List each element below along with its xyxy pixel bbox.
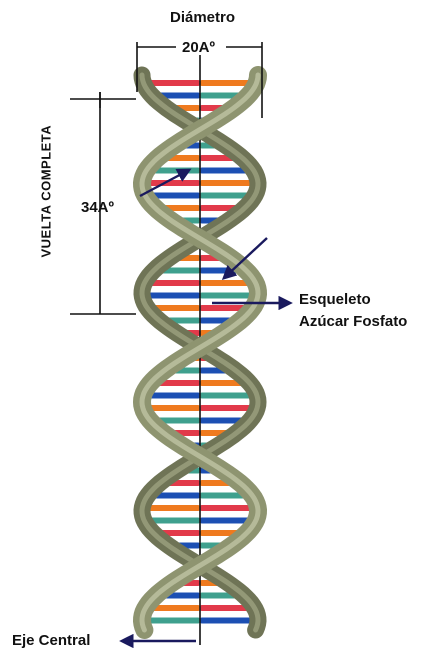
- base-pair-segment: [200, 168, 248, 174]
- base-pair-segment: [200, 293, 252, 299]
- base-pair-segment: [149, 405, 200, 411]
- central-axis-label: Eje Central: [12, 633, 90, 648]
- diameter-title: Diámetro: [170, 10, 235, 25]
- pitch-value-label: 34Aº: [81, 200, 114, 215]
- base-pair-segment: [200, 393, 251, 399]
- base-pair-segment: [200, 80, 251, 86]
- base-pair-segment: [148, 293, 200, 299]
- base-pair-segment: [200, 618, 252, 624]
- base-pair-segment: [200, 505, 252, 511]
- base-pair-segment: [200, 405, 251, 411]
- backbone-label-line2: Azúcar Fosfato: [299, 314, 407, 329]
- base-pair-segment: [200, 193, 249, 199]
- base-pair-segment: [150, 80, 201, 86]
- diameter-value: 20Aº: [182, 40, 215, 55]
- base-pair-segment: [150, 280, 200, 286]
- full-turn-label: VUELTA COMPLETA: [40, 138, 53, 258]
- base-pair-segment: [151, 193, 200, 199]
- base-pair-segment: [200, 518, 250, 524]
- base-pair-segment: [151, 605, 200, 611]
- base-pair-segment: [149, 393, 200, 399]
- base-pair-segment: [148, 505, 200, 511]
- base-pair-segment: [200, 605, 249, 611]
- base-pair-segment: [150, 518, 200, 524]
- base-pair-segment: [148, 180, 200, 186]
- base-pair-segment: [148, 618, 200, 624]
- base-pair-segment: [200, 180, 252, 186]
- base-pair-segment: [200, 280, 250, 286]
- backbone-label-line1: Esqueleto: [299, 292, 371, 307]
